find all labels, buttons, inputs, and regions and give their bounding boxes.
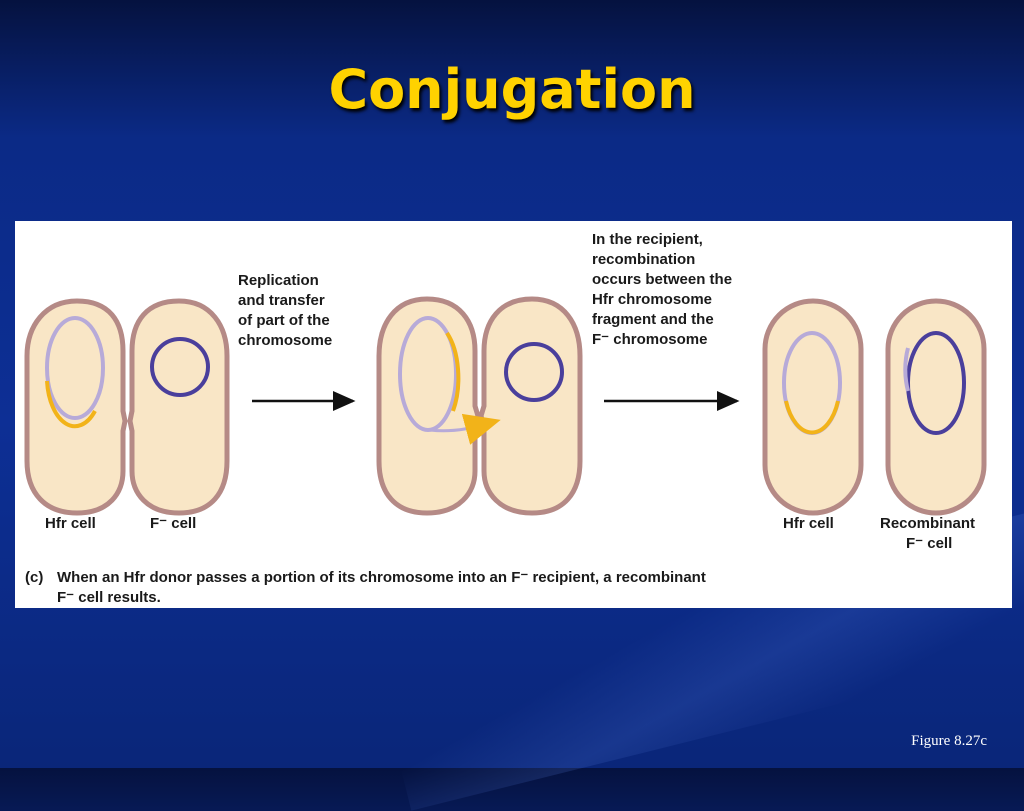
recombined-fragment	[903, 347, 910, 392]
conjugation-diagram: Replication and transfer of part of the …	[24, 231, 987, 606]
svg-text:chromosome: chromosome	[238, 332, 332, 349]
label-recombinant-line2: F⁻ cell	[906, 535, 952, 552]
stage3-cells	[762, 298, 987, 516]
svg-text:In the recipient,: In the recipient,	[592, 231, 703, 248]
step2-line6: F⁻ chromosome	[592, 331, 707, 348]
svg-text:F⁻ chromosome: F⁻ chromosome	[592, 331, 707, 348]
label-hfr-cell-right: Hfr cell	[783, 515, 834, 532]
hfr-segment-after	[784, 400, 840, 435]
figure-panel: Replication and transfer of part of the …	[15, 221, 1012, 608]
hfr-chromosome-replicating	[398, 316, 458, 432]
label-recombinant-line1: Recombinant	[880, 515, 975, 532]
step1-line2: and transfer	[238, 292, 325, 309]
hfr-transfer-segment	[45, 380, 97, 429]
figure-reference: Figure 8.27c	[911, 733, 987, 749]
f-minus-cell-receiving	[478, 296, 583, 516]
step1-description: Replication and transfer of part of the …	[238, 272, 332, 349]
svg-text:fragment and the: fragment and the	[592, 311, 714, 328]
svg-text:Hfr chromosome: Hfr chromosome	[592, 291, 712, 308]
stage1-cell-pair	[24, 298, 230, 516]
transfer-arrow	[461, 413, 501, 445]
step1-line3: of part of the	[238, 312, 330, 329]
slide-title: Conjugation	[328, 58, 696, 121]
f-minus-chromosome	[150, 337, 210, 397]
step2-line3: occurs between the	[592, 271, 732, 288]
svg-text:recombination: recombination	[592, 251, 695, 268]
step2-line1: In the recipient,	[592, 231, 703, 248]
caption-line2: F⁻ cell results.	[57, 589, 161, 606]
hfr-cell-left	[24, 298, 128, 516]
label-hfr-cell-left: Hfr cell	[45, 515, 96, 532]
label-f-minus-cell: F⁻ cell	[150, 515, 196, 532]
step2-line4: Hfr chromosome	[592, 291, 712, 308]
svg-text:and transfer: and transfer	[238, 292, 325, 309]
step2-description: In the recipient, recombination occurs b…	[592, 231, 732, 348]
replicating-segment	[445, 331, 461, 412]
step2-line5: fragment and the	[592, 311, 714, 328]
step1-line1: Replication	[238, 272, 319, 289]
step2-line2: recombination	[592, 251, 695, 268]
caption-line1: When an Hfr donor passes a portion of it…	[57, 569, 706, 586]
hfr-chromosome	[45, 316, 105, 420]
svg-text:Replication: Replication	[238, 272, 319, 289]
step1-line4: chromosome	[238, 332, 332, 349]
f-minus-chromosome-receiving	[504, 342, 564, 402]
hfr-cell-transfer	[376, 296, 481, 516]
stage2-cell-pair	[376, 296, 583, 516]
svg-text:of part of the: of part of the	[238, 312, 330, 329]
caption-tag: (c)	[25, 569, 43, 586]
svg-text:occurs between the: occurs between the	[592, 271, 732, 288]
f-minus-cell	[127, 298, 230, 516]
